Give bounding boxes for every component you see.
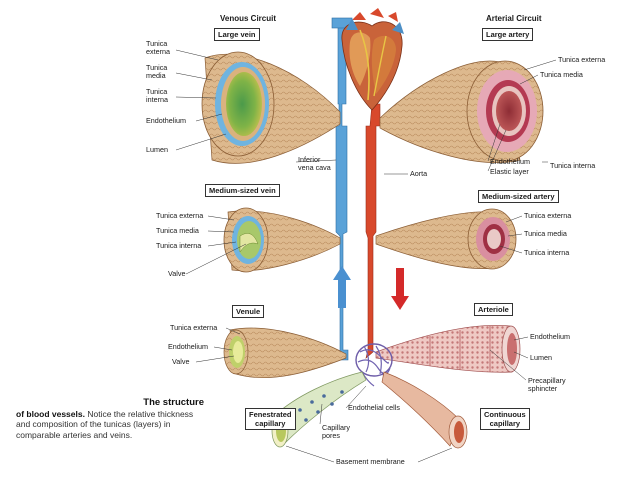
medium-vein-valve-label: Valve (168, 269, 186, 278)
label-line: Tunica (146, 63, 168, 72)
fenestrated-title-line1: Fenestrated (249, 410, 292, 419)
arterial-circuit-header: Arterial Circuit (486, 14, 542, 23)
label-line: Inferior (298, 155, 321, 164)
leader-lines (175, 49, 557, 463)
caption-subtitle: of blood vessels. (16, 408, 85, 419)
arteriole-illustration (375, 325, 521, 373)
arteriole-endothelium-label: Endothelium (530, 332, 570, 341)
large-artery-tunica-externa-label: Tunica externa (558, 55, 606, 64)
large-vein-tunica-media-label: Tunica media (146, 64, 167, 80)
arterial-flow-arrow (391, 268, 409, 310)
medium-artery-tunica-media-label: Tunica media (524, 229, 567, 238)
large-vein-tunica-externa-label: Tunica externa (146, 40, 170, 56)
medium-vein-tunica-externa-label: Tunica externa (156, 211, 204, 220)
continuous-title-line2: capillary (489, 419, 521, 428)
large-artery-endothelium-label: Endothelium (490, 157, 530, 166)
large-vein-illustration (201, 51, 341, 164)
large-vein-lumen-label: Lumen (146, 145, 168, 154)
label-line: externa (146, 47, 170, 56)
fenestrated-capillary-title: Fenestrated capillary (245, 408, 296, 430)
large-artery-title: Large artery (482, 28, 534, 41)
medium-artery-tunica-externa-label: Tunica externa (524, 211, 572, 220)
caption-title: The structure (143, 397, 204, 408)
basement-membrane-label: Basement membrane (336, 457, 405, 466)
precapillary-sphincter-label: Precapillary sphincter (528, 377, 566, 393)
medium-vein-title: Medium-sized vein (205, 184, 280, 197)
medium-artery-title: Medium-sized artery (478, 190, 559, 203)
caption-body: Notice the relative thickness and compos… (16, 408, 194, 440)
continuous-capillary-title: Continuous capillary (480, 408, 530, 430)
venule-valve-label: Valve (172, 357, 190, 366)
large-vein-title: Large vein (214, 28, 260, 41)
label-line: Precapillary (528, 376, 566, 385)
large-artery-illustration (379, 60, 544, 163)
label-line: Tunica (146, 39, 168, 48)
continuous-capillary-illustration (381, 371, 468, 449)
label-line: interna (146, 95, 168, 104)
label-line: media (146, 71, 166, 80)
medium-artery-tunica-interna-label: Tunica interna (524, 248, 570, 257)
venule-tunica-externa-label: Tunica externa (170, 323, 218, 332)
large-artery-tunica-interna-label: Tunica interna (550, 161, 596, 170)
arteriole-title: Arteriole (474, 303, 513, 316)
arteriole-lumen-label: Lumen (530, 353, 552, 362)
label-line: pores (322, 431, 340, 440)
capillary-pores-label: Capillary pores (322, 424, 350, 440)
medium-artery-illustration (375, 208, 517, 270)
aorta-vessel (365, 103, 381, 359)
endothelial-cells-label: Endothelial cells (348, 403, 400, 412)
venule-title: Venule (232, 305, 265, 318)
label-line: Tunica (146, 87, 168, 96)
large-vein-tunica-interna-label: Tunica interna (146, 88, 168, 104)
large-artery-elastic-layer-label: Elastic layer (490, 167, 529, 176)
inferior-vena-cava-label: Inferior vena cava (298, 156, 331, 172)
fenestrated-title-line2: capillary (255, 419, 286, 428)
venous-circuit-header: Venous Circuit (220, 14, 277, 23)
large-artery-tunica-media-label: Tunica media (540, 70, 583, 79)
figure-caption: The structure of blood vessels. Notice t… (16, 397, 204, 440)
venule-illustration (223, 327, 347, 379)
medium-vein-tunica-media-label: Tunica media (156, 226, 199, 235)
medium-vein-illustration (223, 207, 341, 273)
label-line: vena cava (298, 163, 331, 172)
medium-vein-tunica-interna-label: Tunica interna (156, 241, 202, 250)
aorta-label: Aorta (410, 169, 428, 178)
venule-endothelium-label: Endothelium (168, 342, 208, 351)
label-line: sphincter (528, 384, 558, 393)
heart-illustration (341, 8, 404, 111)
venous-flow-arrow (333, 266, 351, 308)
large-vein-endothelium-label: Endothelium (146, 116, 186, 125)
continuous-title-line1: Continuous (484, 410, 526, 419)
label-line: Capillary (322, 423, 350, 432)
